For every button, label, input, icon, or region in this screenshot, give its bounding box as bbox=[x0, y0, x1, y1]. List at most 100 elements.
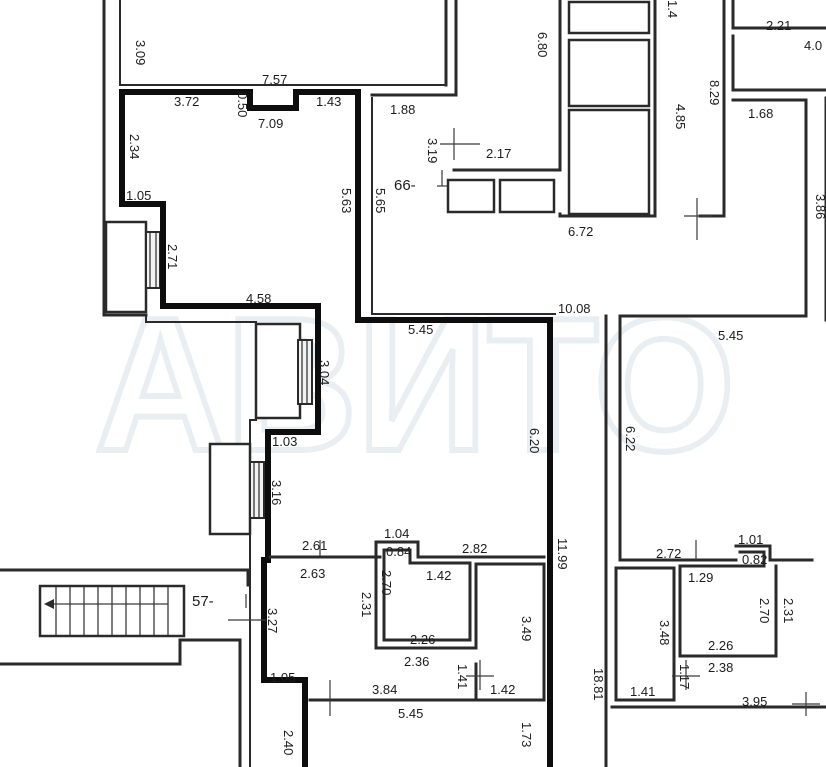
dim-1-29: 1.29 bbox=[688, 570, 713, 585]
dim-10-08: 10.08 bbox=[558, 301, 591, 316]
wall-top-left-outer bbox=[102, 0, 148, 317]
marker-66: 66- bbox=[394, 177, 416, 194]
r-bath-top bbox=[734, 544, 814, 562]
dim-1-05-bottom: 1.05 bbox=[270, 670, 295, 685]
dim-1-41-right: 1.41 bbox=[630, 684, 655, 699]
dim-7-09: 7.09 bbox=[258, 116, 283, 131]
shaft-4 bbox=[446, 178, 496, 214]
dim-1-04: 1.04 bbox=[384, 526, 409, 541]
dim-2-70-right: 2.70 bbox=[757, 598, 772, 623]
wall-top-right-3 bbox=[618, 98, 808, 562]
dim-1-05: 1.05 bbox=[126, 188, 151, 203]
wall-top-right-2 bbox=[731, 34, 826, 92]
r-bath-inner bbox=[678, 550, 778, 658]
window-top bbox=[145, 231, 161, 289]
wall-shaft-block bbox=[370, 0, 458, 97]
dim-5-45-right: 5.45 bbox=[718, 328, 743, 343]
dim-2-31-right: 2.31 bbox=[781, 598, 796, 623]
dim-11-99: 11.99 bbox=[555, 538, 570, 570]
dim-4-85: 4.85 bbox=[673, 104, 688, 129]
dim-0-82: 0.82 bbox=[742, 552, 767, 567]
shaft-1 bbox=[567, 0, 651, 35]
dim-2-82: 2.82 bbox=[462, 541, 487, 556]
dim-6-20: 6.20 bbox=[527, 428, 542, 453]
dim-3-19: 3.19 bbox=[425, 138, 440, 163]
wall-shaft-block-right bbox=[452, 0, 562, 172]
dim-3-84: 3.84 bbox=[372, 682, 397, 697]
dim-7-57: 7.57 bbox=[262, 72, 287, 87]
dim-3-09: 3.09 bbox=[133, 40, 148, 65]
dim-5-45-top: 5.45 bbox=[408, 322, 433, 337]
bath-left bbox=[374, 540, 478, 650]
apartment-boundary-top bbox=[119, 89, 553, 767]
dim-3-48: 3.48 bbox=[657, 620, 672, 645]
dim-2-61: 2.61 bbox=[302, 538, 327, 553]
dim-2-36: 2.36 bbox=[404, 654, 429, 669]
dimension-labels: 3.09 7.57 3.72 0.50 7.09 1.43 2.34 1.05 … bbox=[126, 0, 826, 755]
shaft-5 bbox=[498, 178, 556, 214]
dim-3-16: 3.16 bbox=[269, 480, 284, 505]
dim-6-22: 6.22 bbox=[623, 426, 638, 451]
marker-57: 57- bbox=[192, 593, 214, 610]
dim-1-01: 1.01 bbox=[738, 532, 763, 547]
dim-1-43: 1.43 bbox=[316, 94, 341, 109]
dim-4-58: 4.58 bbox=[246, 291, 271, 306]
dim-0-84: 0.84 bbox=[386, 544, 411, 559]
wall-elevator bbox=[698, 0, 726, 218]
dim-18-81: 18.81 bbox=[591, 668, 606, 701]
dim-1-42-top: 1.42 bbox=[426, 568, 451, 583]
dim-5-63: 5.63 bbox=[339, 188, 354, 213]
dim-1-88: 1.88 bbox=[390, 102, 415, 117]
dim-4-0: 4.0 bbox=[804, 38, 822, 53]
watermark: АВИТО bbox=[95, 279, 735, 491]
dim-6-80: 6.80 bbox=[535, 32, 550, 57]
dim-5-65: 5.65 bbox=[373, 188, 388, 213]
dim-2-72: 2.72 bbox=[656, 546, 681, 561]
balcony-niche-top bbox=[104, 220, 148, 314]
stair-wall bbox=[0, 568, 250, 587]
dim-1-41-left: 1.41 bbox=[455, 664, 470, 689]
dim-1-73: 1.73 bbox=[519, 722, 534, 747]
window-low bbox=[249, 461, 265, 519]
dim-3-04: 3.04 bbox=[317, 360, 332, 385]
r-wc bbox=[614, 566, 676, 702]
wall-near-boundary bbox=[371, 97, 556, 315]
dim-3-27: 3.27 bbox=[265, 608, 280, 633]
dim-1-4: 1.4 bbox=[665, 0, 680, 18]
dim-3-72: 3.72 bbox=[174, 94, 199, 109]
bath-top-inner bbox=[382, 548, 472, 642]
dim-3-49: 3.49 bbox=[519, 616, 534, 641]
dim-2-63: 2.63 bbox=[300, 566, 325, 581]
dim-2-70-left: 2.70 bbox=[379, 570, 394, 595]
dim-1-68: 1.68 bbox=[748, 106, 773, 121]
dim-2-21: 2.21 bbox=[766, 18, 791, 33]
dim-1-03: 1.03 bbox=[272, 434, 297, 449]
dim-8-29: 8.29 bbox=[707, 80, 722, 105]
shaft-2 bbox=[567, 38, 651, 108]
dim-5-45-bottom: 5.45 bbox=[398, 706, 423, 721]
dim-2-38: 2.38 bbox=[708, 660, 733, 675]
stair-wall-bottom bbox=[0, 638, 242, 767]
dim-2-17: 2.17 bbox=[486, 146, 511, 161]
shaft-3 bbox=[567, 108, 651, 216]
window-mid bbox=[297, 339, 313, 405]
dim-1-17: 1.17 bbox=[677, 664, 692, 689]
dim-2-26-right: 2.26 bbox=[708, 638, 733, 653]
dim-2-34: 2.34 bbox=[127, 134, 142, 159]
dim-2-26-left: 2.26 bbox=[410, 632, 435, 647]
bath-top bbox=[374, 540, 546, 559]
wall-shaft-column bbox=[558, 0, 657, 218]
wall-top-right bbox=[731, 0, 826, 30]
dim-0-50: 0.50 bbox=[235, 92, 250, 117]
dim-2-40: 2.40 bbox=[281, 730, 296, 755]
dim-6-72: 6.72 bbox=[568, 224, 593, 239]
stair-arrow-head bbox=[44, 599, 54, 609]
dim-1-42-bottom: 1.42 bbox=[490, 682, 515, 697]
apartment-boundary bbox=[119, 89, 321, 767]
balcony-niche-mid bbox=[254, 322, 302, 420]
balcony-niche-low bbox=[208, 442, 252, 536]
dim-2-31-left: 2.31 bbox=[359, 592, 374, 617]
stair-steps bbox=[55, 586, 169, 636]
dim-2-71: 2.71 bbox=[165, 244, 180, 269]
